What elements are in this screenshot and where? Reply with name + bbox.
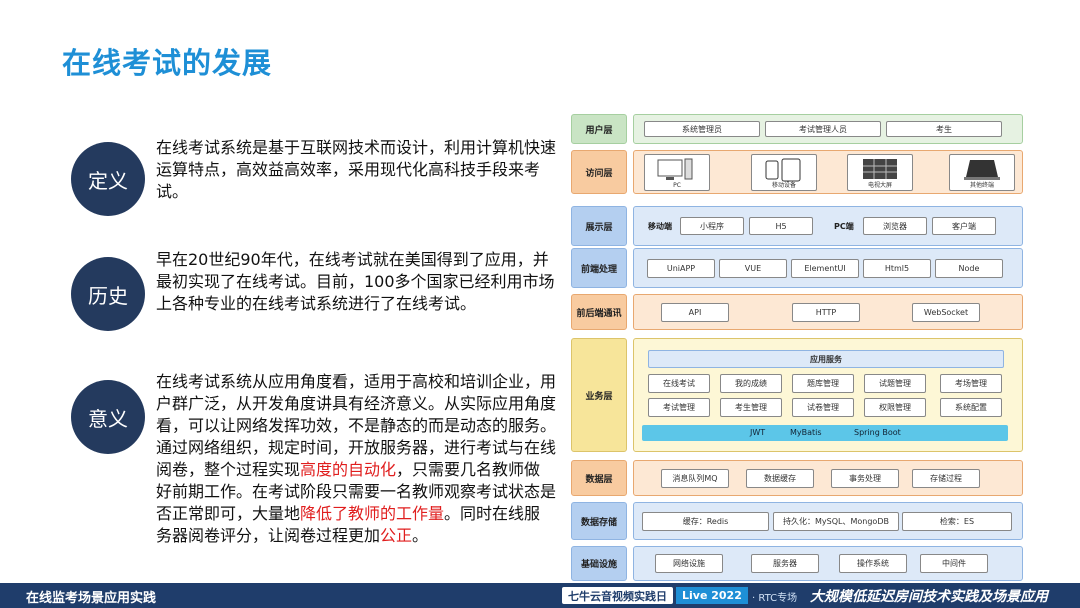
- infra-network: 网络设施: [655, 554, 723, 573]
- access-other: 其他终端: [949, 154, 1015, 191]
- significance-text-part: 在线考试系统从应用角度看，适用于高校和培训企业，用户群广泛，从开发角度讲具有经济…: [156, 372, 557, 479]
- access-pc-label: PC: [673, 182, 681, 189]
- user-layer: 系统管理员 考试管理人员 考生: [633, 114, 1023, 144]
- comm-layer: API HTTP WebSocket: [633, 294, 1023, 330]
- highlight-workload: 降低了教师的工作量: [300, 504, 445, 523]
- biz-question-mgmt: 试题管理: [864, 374, 926, 393]
- access-layer: PC 移动设备 电视大屏 其他终端: [633, 150, 1023, 194]
- pc-tag: PC端: [834, 222, 854, 231]
- storage-es: 检索：ES: [902, 512, 1012, 531]
- display-browser: 浏览器: [863, 217, 927, 235]
- display-layer-label: 展示层: [571, 206, 627, 246]
- data-procedure: 存储过程: [912, 469, 980, 488]
- biz-paper-mgmt: 试卷管理: [792, 398, 854, 417]
- biz-exam-room: 考场管理: [940, 374, 1002, 393]
- frontend-elementui: ElementUI: [791, 259, 859, 278]
- access-layer-label: 访问层: [571, 150, 627, 194]
- history-text: 早在20世纪90年代，在线考试就在美国得到了应用，并最初实现了在线考试。目前，1…: [156, 250, 555, 313]
- footer-event: 七牛云音视频实践日: [562, 587, 673, 604]
- biz-my-scores: 我的成绩: [720, 374, 782, 393]
- display-client: 客户端: [932, 217, 996, 235]
- page-title: 在线考试的发展: [62, 46, 273, 80]
- frontend-layer-label: 前端处理: [571, 248, 627, 288]
- comm-http: HTTP: [792, 303, 860, 322]
- significance-badge: 意义: [71, 380, 145, 454]
- significance-text-part: 。: [412, 526, 429, 545]
- access-tv: 电视大屏: [847, 154, 913, 191]
- storage-mysql: 持久化：MySQL、MongoDB: [773, 512, 899, 531]
- access-other-label: 其他终端: [969, 182, 994, 189]
- frontend-vue: VUE: [719, 259, 787, 278]
- user-exam-admin: 考试管理人员: [765, 121, 881, 137]
- user-candidate: 考生: [886, 121, 1002, 137]
- infra-middleware: 中间件: [920, 554, 988, 573]
- frontend-node: Node: [935, 259, 1003, 278]
- biz-exam-mgmt: 考试管理: [648, 398, 710, 417]
- storage-redis: 缓存：Redis: [642, 512, 769, 531]
- pc-icon: [657, 158, 693, 180]
- data-layer: 消息队列MQ 数据缓存 事务处理 存储过程: [633, 460, 1023, 496]
- storage-layer-label: 数据存储: [571, 502, 627, 540]
- terminal-icon: [964, 160, 1000, 180]
- user-layer-label: 用户层: [571, 114, 627, 144]
- highlight-automation: 高度的自动化: [300, 460, 397, 479]
- data-mq: 消息队列MQ: [661, 469, 729, 488]
- definition-text: 在线考试系统是基于互联网技术而设计，利用计算机快速运算特点，高效益高效率，采用现…: [156, 138, 557, 201]
- significance-text-part: 。同时在线服务器阅卷评分，让阅卷过程更加: [156, 504, 541, 545]
- display-layer: 移动端 小程序 H5 PC端 浏览器 客户端: [633, 206, 1023, 246]
- biz-permission-mgmt: 权限管理: [864, 398, 926, 417]
- biz-question-bank: 题库管理: [792, 374, 854, 393]
- definition-badge: 定义: [71, 142, 145, 216]
- frontend-layer: UniAPP VUE ElementUI Html5 Node: [633, 248, 1023, 288]
- highlight-fair: 公正: [380, 526, 413, 545]
- footer-topic: 在线监考场景应用实践: [26, 591, 157, 606]
- footer-bar: 在线监考场景应用实践 七牛云音视频实践日 Live 2022 · RTC专场 大…: [0, 583, 1080, 608]
- infra-server: 服务器: [751, 554, 819, 573]
- comm-layer-label: 前后端通讯: [571, 294, 627, 330]
- mobile-tag: 移动端: [648, 222, 672, 231]
- data-transaction: 事务处理: [831, 469, 899, 488]
- framework-bar: JWT MyBatis Spring Boot: [642, 425, 1008, 441]
- data-layer-label: 数据层: [571, 460, 627, 496]
- framework-jwt: JWT: [750, 428, 766, 437]
- access-pc: PC: [644, 154, 710, 191]
- framework-springboot: Spring Boot: [854, 428, 901, 437]
- access-mobile: 移动设备: [751, 154, 817, 191]
- history-badge: 历史: [71, 257, 145, 331]
- user-system-admin: 系统管理员: [644, 121, 760, 137]
- framework-mybatis: MyBatis: [790, 428, 822, 437]
- footer-live: Live 2022: [676, 587, 748, 604]
- infra-os: 操作系统: [839, 554, 907, 573]
- frontend-uniapp: UniAPP: [647, 259, 715, 278]
- access-mobile-label: 移动设备: [771, 182, 796, 189]
- mobile-device-icon: [765, 158, 801, 182]
- biz-candidate-mgmt: 考生管理: [720, 398, 782, 417]
- business-layer: 应用服务 在线考试 我的成绩 题库管理 试题管理 考场管理 考试管理 考生管理 …: [633, 338, 1023, 452]
- comm-api: API: [661, 303, 729, 322]
- significance-text-part: ，只需要几名教师做好前期工作。在考试阶段只需要一名教师观察考试状态是否正常即可，…: [156, 460, 557, 523]
- biz-system-config: 系统配置: [940, 398, 1002, 417]
- access-tv-label: 电视大屏: [867, 182, 892, 189]
- data-cache: 数据缓存: [746, 469, 814, 488]
- display-miniprogram: 小程序: [680, 217, 744, 235]
- biz-online-exam: 在线考试: [648, 374, 710, 393]
- footer-rtc: · RTC专场: [752, 593, 798, 604]
- infra-layer-label: 基础设施: [571, 546, 627, 581]
- app-service-bar: 应用服务: [648, 350, 1004, 368]
- tv-screen-icon: [863, 159, 897, 179]
- comm-websocket: WebSocket: [912, 303, 980, 322]
- storage-layer: 缓存：Redis 持久化：MySQL、MongoDB 检索：ES: [633, 502, 1023, 540]
- business-layer-label: 业务层: [571, 338, 627, 452]
- frontend-html5: Html5: [863, 259, 931, 278]
- footer-slogan: 大规模低延迟房间技术实践及场景应用: [810, 589, 1048, 605]
- significance-text: 在线考试系统从应用角度看，适用于高校和培训企业，用户群广泛，从开发角度讲具有经济…: [156, 371, 556, 547]
- display-h5: H5: [749, 217, 813, 235]
- infra-layer: 网络设施 服务器 操作系统 中间件: [633, 546, 1023, 581]
